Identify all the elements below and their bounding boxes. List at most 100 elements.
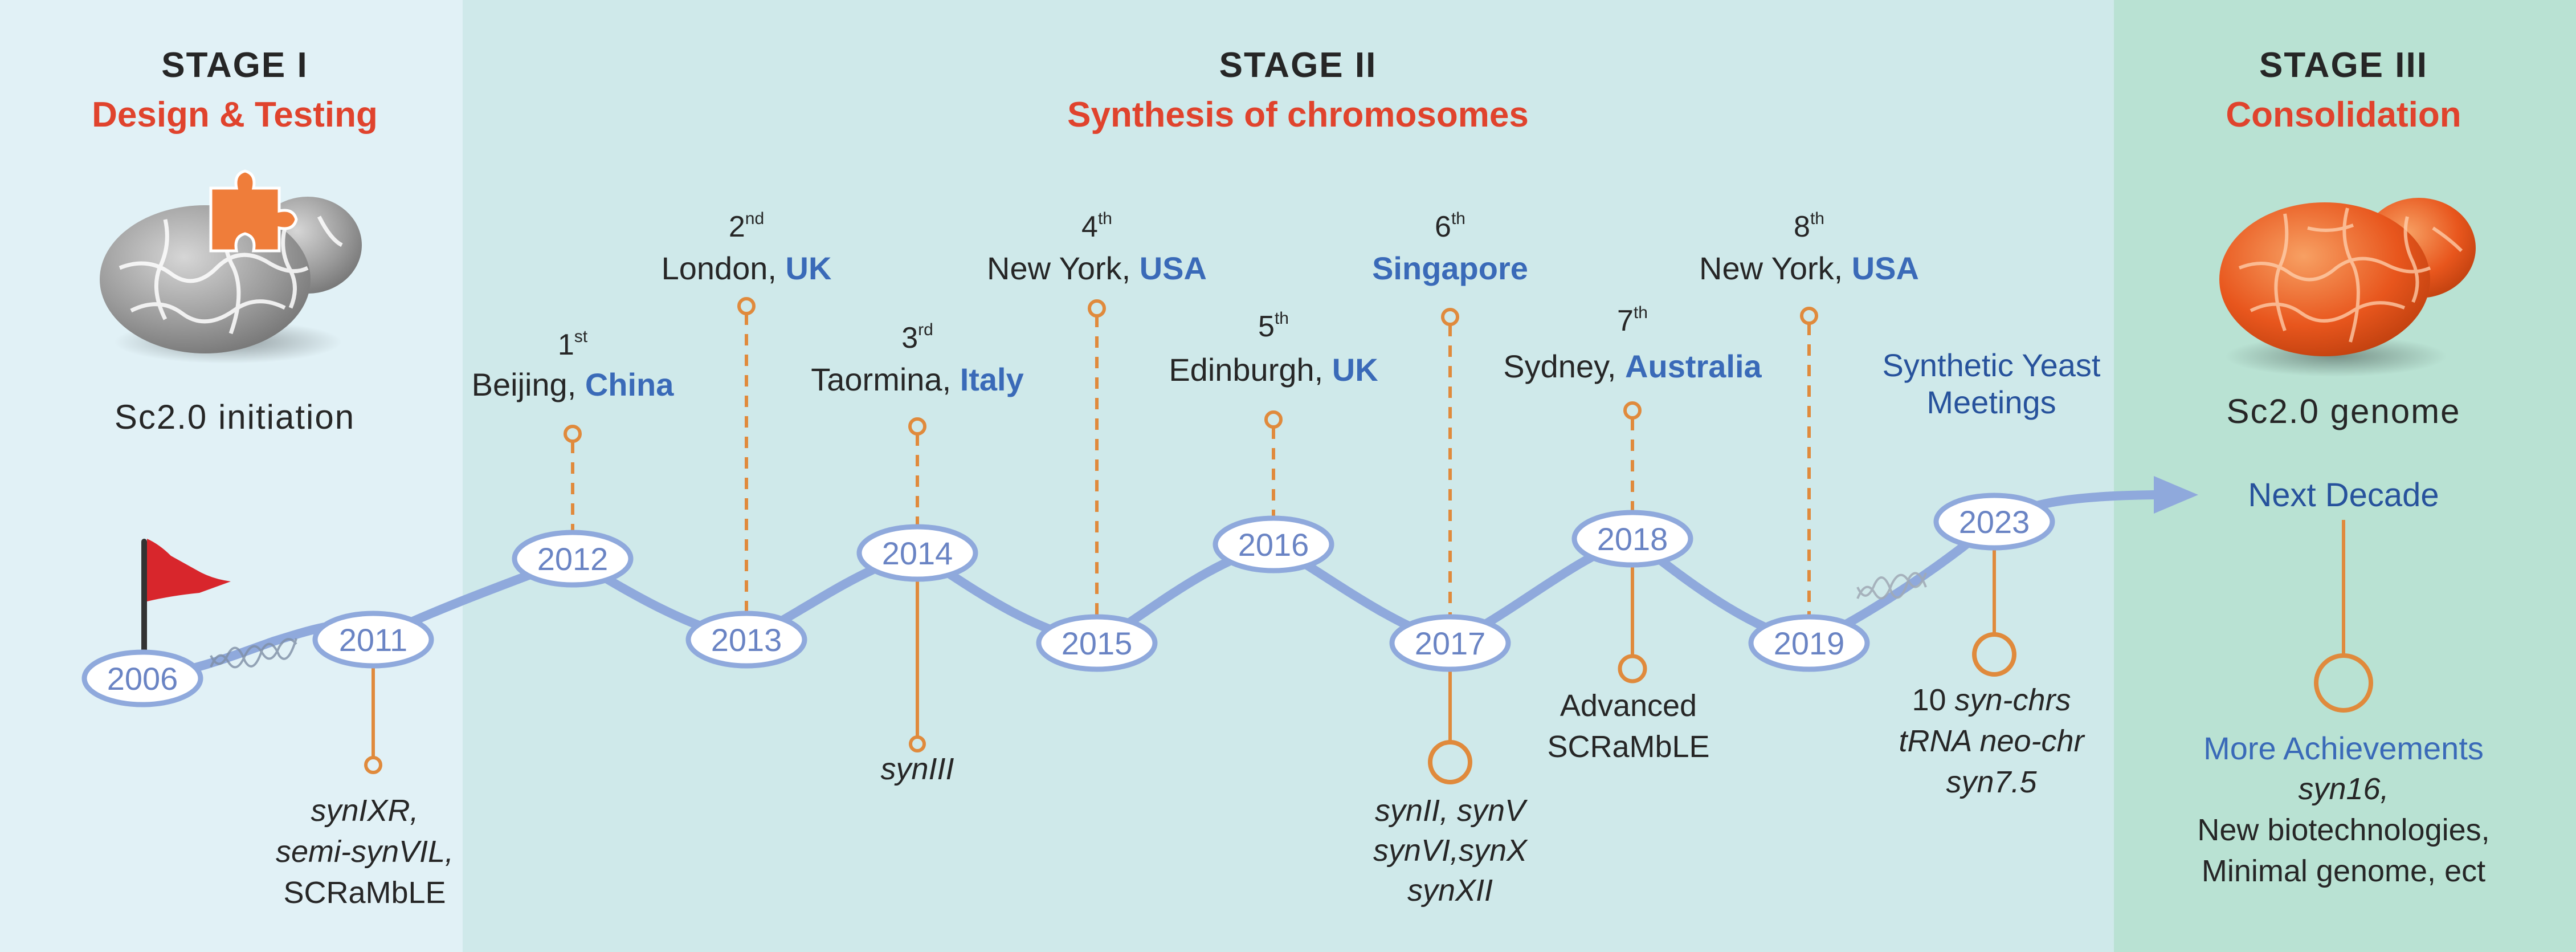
svg-text:6th: 6th — [1435, 209, 1465, 243]
meeting-8: 8th New York, USA — [1699, 209, 1919, 286]
svg-text:tRNA neo-chr: tRNA neo-chr — [1899, 724, 2085, 758]
svg-text:Singapore: Singapore — [1372, 250, 1528, 286]
year-node-2016: 2016 — [1213, 515, 1334, 573]
svg-text:4th: 4th — [1081, 209, 1112, 243]
svg-text:Edinburgh, UK: Edinburgh, UK — [1169, 352, 1378, 388]
meetings-label-line-2: Meetings — [1926, 384, 2056, 420]
yeast-cell-gray-icon — [100, 169, 362, 364]
year-label: 2011 — [339, 622, 407, 658]
dna-helix-icon-2 — [1856, 572, 1927, 600]
year-label: 2017 — [1415, 625, 1486, 661]
meeting-ordinal: 1 — [558, 328, 574, 361]
svg-text:London, UK: London, UK — [662, 250, 832, 286]
meeting-city: New York, — [1699, 250, 1852, 286]
meeting-city: New York, — [987, 250, 1140, 286]
achievement-italic: syn7.5 — [1946, 765, 2037, 799]
achievement-line: Advanced — [1560, 689, 1697, 723]
year-node-2012: 2012 — [512, 530, 634, 588]
meeting-city: Sydney, — [1503, 348, 1625, 384]
stage-2-label: STAGE II — [1219, 46, 1377, 85]
meeting-country: Italy — [960, 361, 1024, 397]
svg-text:10 syn-chrs: 10 syn-chrs — [1912, 683, 2071, 717]
meeting-3: 3rd Taormina, Italy — [811, 320, 1024, 397]
meeting-ordinal: 3 — [901, 322, 918, 355]
meeting-ordinal: 5 — [1258, 310, 1275, 343]
stage-1-panel — [0, 0, 463, 952]
stage-3-panel — [2114, 0, 2576, 952]
meeting-ordinal-suffix: th — [1810, 209, 1824, 228]
next-decade-line: syn16, — [2298, 772, 2389, 806]
meeting-5: 5th Edinburgh, UK — [1169, 309, 1378, 388]
achievement-line: synIXR, — [311, 794, 418, 828]
year-node-2023: 2023 — [1933, 493, 2055, 551]
svg-text:2nd: 2nd — [729, 209, 764, 243]
achievement-line: synII, synV — [1375, 794, 1528, 828]
meeting-country: USA — [1140, 250, 1207, 286]
year-node-2006: 2006 — [81, 649, 203, 707]
meeting-2: 2nd London, UK — [662, 209, 832, 286]
achievements-2017: synII, synV synVI,synX synXII — [1373, 794, 1528, 908]
next-decade-line: Minimal genome, ect — [2202, 854, 2485, 888]
achievement-italic: syn-chrs — [1955, 683, 2071, 717]
meeting-country: Singapore — [1372, 250, 1528, 286]
svg-text:8th: 8th — [1794, 209, 1824, 243]
meeting-ordinal: 7 — [1617, 304, 1634, 337]
flag-icon — [141, 539, 231, 669]
achievement-line: SCRaMbLE — [1547, 730, 1709, 764]
svg-text:New York, USA: New York, USA — [987, 250, 1207, 286]
stage-1-subtitle: Design & Testing — [92, 95, 378, 135]
meeting-ordinal-suffix: nd — [745, 209, 764, 228]
meeting-city: London, — [662, 250, 786, 286]
dna-helix-icon — [210, 638, 297, 669]
stage-2-subtitle: Synthesis of chromosomes — [1067, 95, 1529, 135]
meeting-country: China — [585, 367, 674, 402]
year-nodes: 2006 2011 2012 2013 2014 2015 2016 2017 — [81, 493, 2055, 707]
year-label: 2014 — [882, 535, 953, 571]
svg-text:5th: 5th — [1258, 309, 1289, 343]
svg-text:New York, USA: New York, USA — [1699, 250, 1919, 286]
meeting-city: Edinburgh, — [1169, 352, 1332, 388]
connector-markers — [364, 297, 2373, 784]
year-node-2017: 2017 — [1389, 614, 1511, 672]
next-decade-line: New biotechnologies, — [2197, 813, 2489, 847]
svg-text:Taormina, Italy: Taormina, Italy — [811, 361, 1024, 397]
achievement-line: synIII — [880, 752, 954, 786]
stage-1-caption: Sc2.0 initiation — [115, 398, 355, 436]
stage-2-panel — [463, 0, 2114, 952]
year-label: 2019 — [1774, 625, 1845, 661]
stage-3-caption: Sc2.0 genome — [2227, 392, 2461, 430]
meeting-ordinal: 4 — [1081, 210, 1098, 243]
meeting-4: 4th New York, USA — [987, 209, 1207, 286]
meeting-6: 6th Singapore — [1372, 209, 1528, 286]
yeast-cell-orange-icon — [2219, 198, 2476, 377]
svg-text:1st: 1st — [558, 327, 588, 361]
meeting-country: USA — [1852, 250, 1919, 286]
achievements-2014: synIII — [880, 752, 954, 786]
meeting-ordinal: 8 — [1794, 210, 1810, 243]
more-achievements-title: More Achievements — [2203, 730, 2484, 766]
meeting-ordinal-suffix: th — [1451, 209, 1465, 228]
achievement-line: synXII — [1407, 873, 1493, 908]
svg-text:Sydney, Australia: Sydney, Australia — [1503, 348, 1762, 384]
year-label: 2018 — [1597, 521, 1668, 557]
meeting-ordinal-suffix: th — [1634, 303, 1648, 322]
achievements-2011: synIXR, semi-synVIL, SCRaMbLE — [276, 794, 454, 910]
achievements-2023: 10 syn-chrs tRNA neo-chr syn7.5 — [1899, 683, 2085, 799]
achievement-line: synVI,synX — [1373, 833, 1528, 868]
next-decade-label: Next Decade — [2248, 477, 2439, 514]
achievement-italic: tRNA neo-chr — [1899, 724, 2085, 758]
puzzle-piece-icon — [209, 169, 298, 253]
meetings-label-line-1: Synthetic Yeast — [1883, 347, 2101, 383]
meeting-ordinal-suffix: th — [1098, 209, 1112, 228]
meeting-ordinal: 6 — [1435, 210, 1451, 243]
svg-text:Beijing, China: Beijing, China — [472, 367, 675, 402]
year-label: 2013 — [711, 622, 782, 658]
meeting-7: 7th Sydney, Australia — [1503, 303, 1762, 384]
meeting-country: Australia — [1625, 348, 1762, 384]
svg-text:syn7.5: syn7.5 — [1946, 765, 2037, 799]
meeting-city: Taormina, — [811, 361, 960, 397]
year-label: 2006 — [107, 661, 178, 697]
meeting-ordinal-suffix: th — [1275, 309, 1289, 328]
meeting-1: 1st Beijing, China — [472, 327, 675, 402]
